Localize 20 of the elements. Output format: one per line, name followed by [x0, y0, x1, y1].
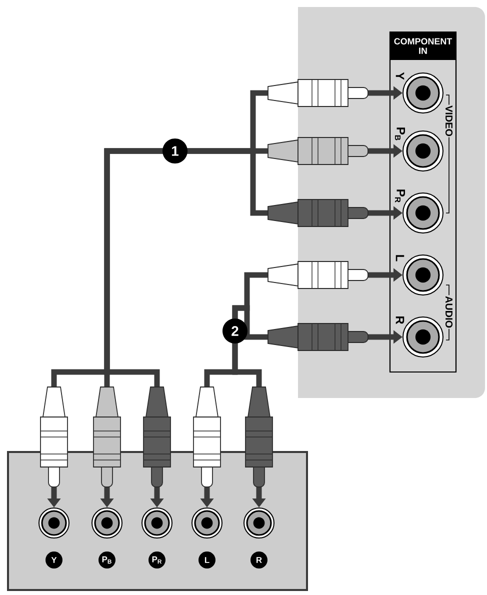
jack	[192, 508, 222, 538]
jack-label: P$_{B}$	[394, 128, 405, 140]
jack-label: L	[396, 255, 404, 262]
label-badge: R	[250, 552, 268, 568]
label-badge: P$_{B}$	[98, 552, 116, 568]
label-badge: Y	[46, 552, 62, 568]
panel-heading: COMPONENT IN	[390, 32, 456, 60]
callout-number: 1	[162, 138, 188, 164]
jack	[142, 508, 172, 538]
jack	[244, 508, 274, 538]
jack-label: Y	[396, 72, 404, 80]
label-badge: P$_{R}$	[148, 552, 166, 568]
jack-label: P$_{R}$	[394, 190, 405, 202]
label-badge: L	[198, 552, 216, 568]
jack	[38, 508, 70, 538]
group-label: AUDIO	[444, 295, 454, 329]
group-label: VIDEO	[444, 104, 454, 138]
callout-number: 2	[222, 318, 248, 344]
jack-label: R	[396, 316, 404, 324]
jack	[92, 508, 122, 538]
